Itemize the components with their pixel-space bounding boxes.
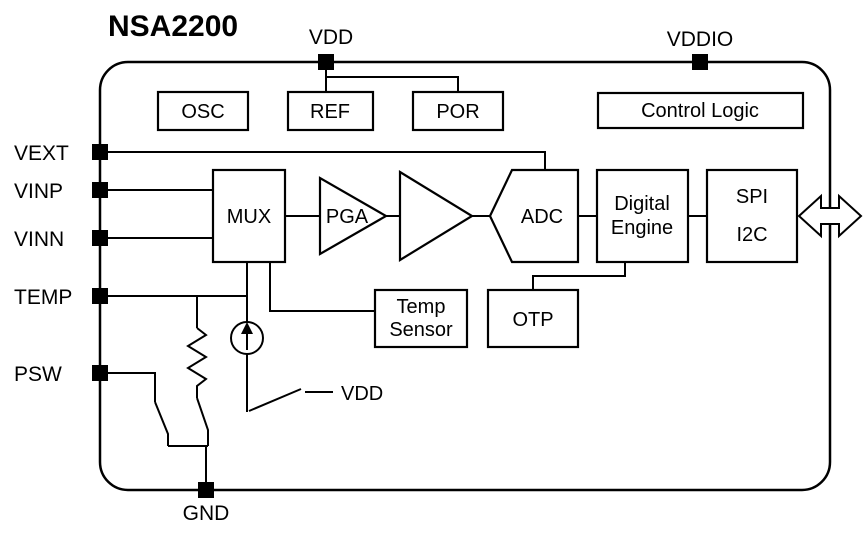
- pga-amplifier-symbol: [318, 176, 389, 256]
- pin-label-vext: VEXT: [14, 142, 69, 165]
- pin-vext: [92, 144, 108, 160]
- pin-label-psw: PSW: [14, 363, 62, 386]
- pin-psw: [92, 365, 108, 381]
- pin-label-gnd: GND: [183, 502, 230, 525]
- por-block: [411, 90, 505, 132]
- bidirectional-bus-arrow-icon: [797, 193, 863, 239]
- wire-otp-to-digital-engine: [532, 262, 626, 290]
- osc-label: OSC: [181, 101, 224, 123]
- temp-sensor-label-line2: Sensor: [389, 319, 453, 341]
- pin-label-vddio: VDDIO: [667, 28, 734, 51]
- por-label: POR: [436, 101, 479, 123]
- switch-blade-resistor: [196, 397, 209, 446]
- switch-vdd-label: VDD: [341, 383, 383, 405]
- mux-label: MUX: [227, 206, 271, 228]
- pin-gnd: [198, 482, 214, 498]
- package-pins: [92, 54, 708, 498]
- control-logic-block: [596, 91, 805, 130]
- amplifier-symbol: [398, 170, 475, 262]
- pin-label-temp: TEMP: [14, 286, 72, 309]
- spi-label: SPI: [736, 186, 768, 208]
- switch-blade-vdd: [248, 388, 302, 412]
- adc-label: ADC: [521, 206, 563, 228]
- resistor-symbol: [186, 327, 208, 398]
- pin-vdd: [318, 54, 334, 70]
- spi-i2c-block: [705, 168, 799, 264]
- wire-psw-lead: [108, 372, 156, 402]
- pin-label-vinp: VINP: [14, 180, 63, 203]
- wire-mux-to-temp-sensor: [269, 262, 375, 312]
- pin-temp: [92, 288, 108, 304]
- ref-block: [286, 90, 375, 132]
- digital-engine-label-line1: Digital: [614, 193, 670, 215]
- current-source-arrowhead-icon: [241, 322, 253, 334]
- wire-vext-to-adc: [108, 151, 546, 170]
- pga-label: PGA: [326, 206, 369, 228]
- pin-vddio: [692, 54, 708, 70]
- adc-block: [488, 168, 580, 264]
- wire-vdd-to-ref-por: [325, 70, 459, 92]
- pin-vinp: [92, 182, 108, 198]
- control-logic-label: Control Logic: [641, 100, 759, 122]
- otp-block: [486, 288, 580, 349]
- mux-block: [211, 168, 287, 264]
- digital-engine-block: [595, 168, 690, 264]
- i2c-label: I2C: [736, 224, 767, 246]
- pin-label-vinn: VINN: [14, 228, 64, 251]
- digital-engine-label-line2: Engine: [611, 217, 673, 239]
- wires: [108, 70, 707, 482]
- current-source-symbol: [230, 321, 264, 355]
- temp-sensor-label-line1: Temp: [397, 296, 446, 318]
- pin-vinn: [92, 230, 108, 246]
- chip-title: NSA2200: [108, 10, 238, 43]
- switch-blade-psw: [154, 401, 169, 446]
- ref-label: REF: [310, 101, 350, 123]
- osc-block: [156, 90, 250, 132]
- pin-label-vdd: VDD: [309, 26, 353, 49]
- otp-label: OTP: [512, 309, 553, 331]
- temp-sensor-block: [373, 288, 469, 349]
